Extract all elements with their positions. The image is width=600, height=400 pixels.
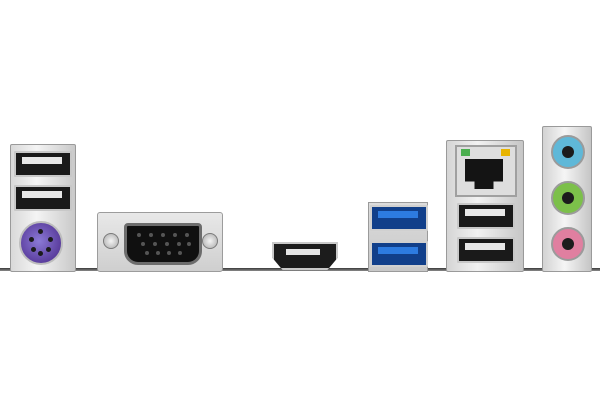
hdmi-port: [272, 242, 338, 270]
dsub-connector: [124, 223, 202, 265]
ps2-usb-stack: [10, 144, 76, 272]
usb-3-stack: [368, 202, 428, 272]
usb-2-port: [14, 151, 72, 177]
audio-jack-line-in: [551, 135, 585, 169]
usb-2-port: [457, 237, 515, 263]
lan-rj45-port: [455, 145, 517, 197]
screw-icon: [202, 233, 218, 249]
audio-jack-mic: [551, 227, 585, 261]
vga-port: [97, 212, 223, 272]
usb-2-port: [14, 185, 72, 211]
audio-jack-stack: [542, 126, 592, 272]
ps2-port: [19, 221, 63, 265]
lan-usb-stack: [446, 140, 524, 272]
audio-jack-line-out: [551, 181, 585, 215]
usb-2-port: [457, 203, 515, 229]
lan-led: [461, 149, 470, 156]
screw-icon: [103, 233, 119, 249]
usb-3-port: [370, 241, 428, 267]
usb-3-port: [370, 205, 428, 231]
lan-led: [501, 149, 510, 156]
